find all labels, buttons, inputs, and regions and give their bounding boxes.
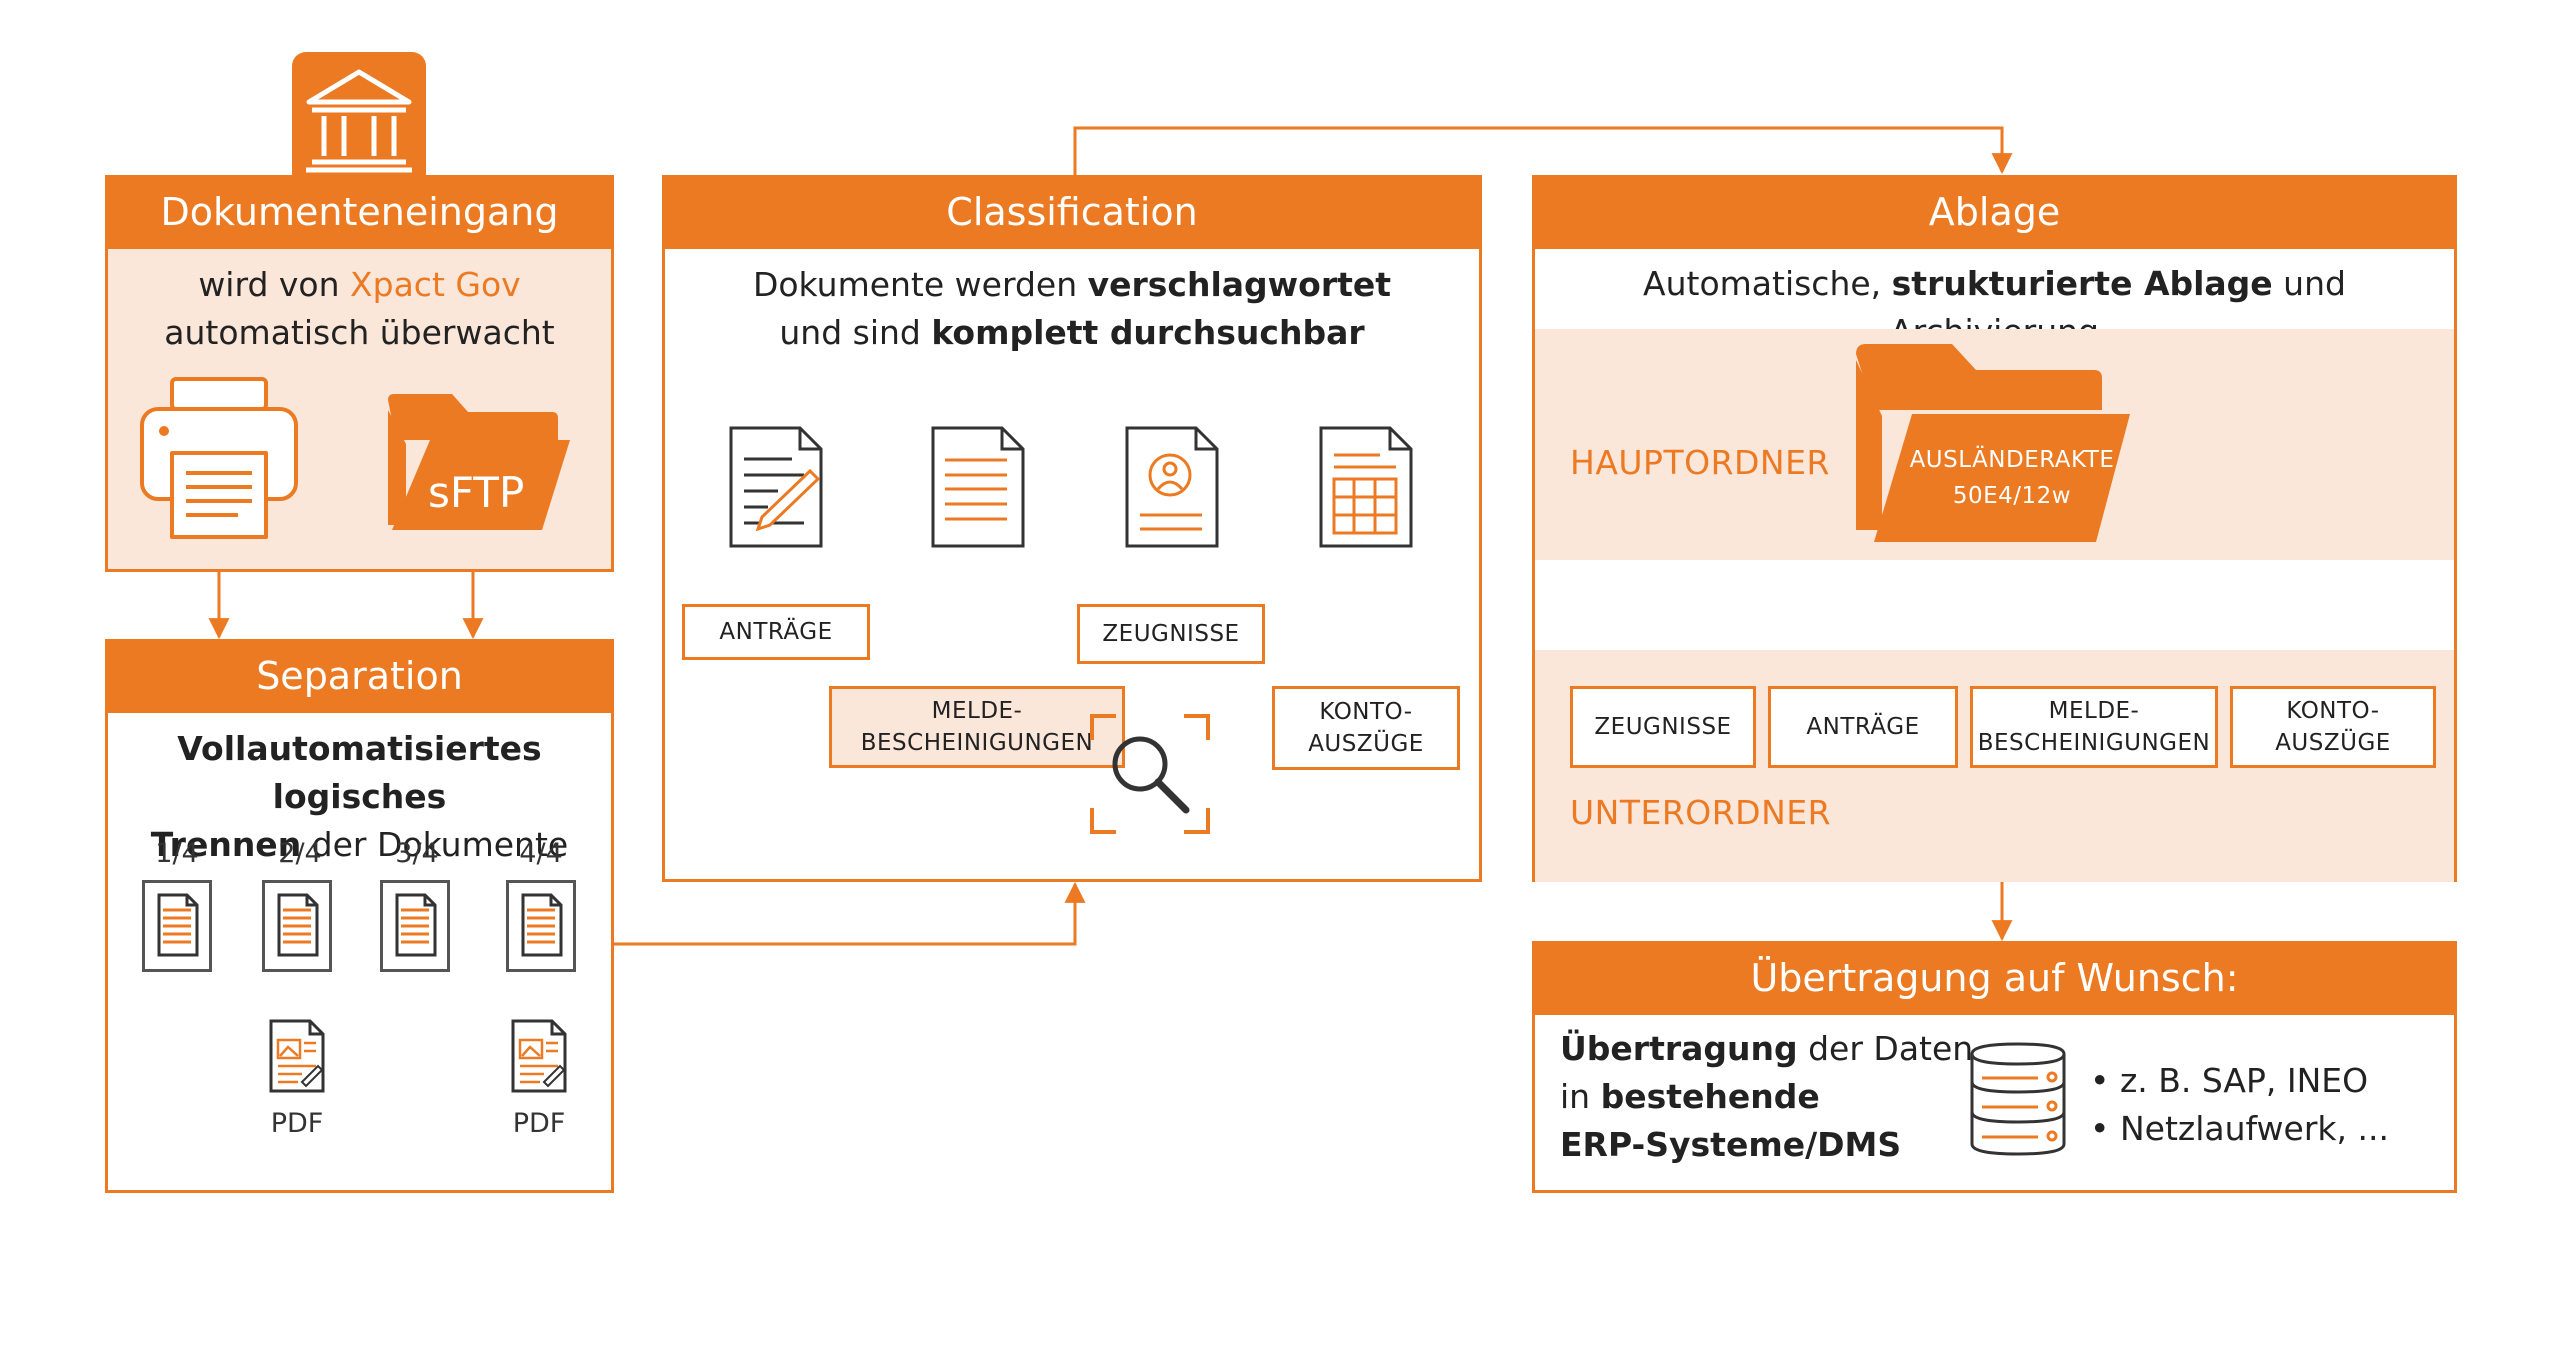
classification-description: Dokumente werden verschlagwortet und sin… [665,261,1479,357]
uebertragung-l2-bold: bestehende [1600,1077,1820,1116]
label-melde-line1: MELDE- [931,698,1023,724]
eingang-description: wird von Xpact Gov automatisch überwacht [108,261,611,357]
subfolder-konto-line1: KONTO- [2286,698,2380,724]
label-zeugnisse-text: ZEUGNISSE [1102,621,1240,647]
uebertragung-l1-bold: Übertragung [1560,1029,1798,1068]
label-antraege: ANTRÄGE [682,604,870,660]
pdf-icon [510,1018,568,1094]
classification-line1-pre: Dokumente werden [752,265,1088,304]
page-document-icon [142,880,212,972]
subfolder-zeugnisse-text: ZEUGNISSE [1594,714,1732,740]
folder-label-line2: 50E4/12w [1952,483,2072,509]
fraction-label: 2/4 [278,838,322,869]
target-systems-list: • z. B. SAP, INEO • Netzlaufwerk, ... [2090,1057,2389,1153]
fraction-label: 1/4 [155,838,199,869]
magnifier-icon [1088,712,1212,836]
classification-header: Classification [662,175,1482,249]
separation-line2-rest: der Dokumente [301,825,569,864]
bullet-sap-ineo: • z. B. SAP, INEO [2090,1061,2369,1100]
folder-label-line1: AUSLÄNDERAKTE [1909,447,2115,473]
separation-line1: Vollautomatisiertes logisches [177,729,542,816]
arrow-classification-ablage [1073,126,2013,175]
database-icon [1968,1040,2068,1158]
page-document-icon [262,880,332,972]
ablage-title: Ablage [1928,190,2061,234]
ablage-line-pre: Automatische, [1643,264,1892,303]
classification-line2-pre: und sind [779,313,932,352]
pdf-icon [268,1018,326,1094]
fraction-label: 4/4 [519,838,563,869]
subfolder-melde-line1: MELDE- [2048,698,2140,724]
unterordner-label: UNTERORDNER [1570,793,1832,832]
separation-line2-bold: Trennen [150,825,302,864]
subfolder-konto-line2: AUSZÜGE [2275,730,2391,756]
document-icon [930,425,1026,549]
separation-description: Vollautomatisiertes logisches Trennen de… [108,725,611,869]
label-kontoauszuege: KONTO- AUSZÜGE [1272,686,1460,770]
folder-icon: AUSLÄNDERAKTE 50E4/12w [1852,340,2132,546]
certificate-document-icon [1124,425,1220,549]
arrow-separation-classification [614,881,1086,946]
label-konto-line2: AUSZÜGE [1308,731,1424,757]
page-document-icon [506,880,576,972]
dokumenteneingang-header: Dokumenteneingang [105,175,614,249]
eingang-line2: automatisch überwacht [164,313,555,352]
subfolder-meldebescheinigungen: MELDE- BESCHEINIGUNGEN [1970,686,2218,768]
label-meldebescheinigungen: MELDE- BESCHEINIGUNGEN [829,686,1125,768]
label-antraege-text: ANTRÄGE [719,619,833,645]
subfolder-kontoauszuege: KONTO- AUSZÜGE [2230,686,2436,768]
uebertragung-l2-pre: in [1560,1077,1601,1116]
label-konto-line1: KONTO- [1319,699,1413,725]
separation-title: Separation [256,654,463,698]
subfolder-antraege: ANTRÄGE [1768,686,1958,768]
fraction-label: 3/4 [395,838,439,869]
page-document-icon [380,880,450,972]
document-pen-icon [728,425,824,549]
pdf-label: PDF [270,1108,324,1139]
classification-line2-bold: komplett durchsuchbar [931,313,1365,352]
dokumenteneingang-title: Dokumenteneingang [160,190,559,234]
hauptordner-label: HAUPTORDNER [1570,443,1830,482]
subfolder-antraege-text: ANTRÄGE [1806,714,1920,740]
uebertragung-l3-bold: ERP-Systeme/DMS [1560,1125,1902,1164]
ablage-line-bold: strukturierte Ablage [1891,264,2273,303]
bank-icon [292,52,426,180]
ablage-header: Ablage [1532,175,2457,249]
classification-line1-bold: verschlagwortet [1087,265,1392,304]
subfolder-zeugnisse: ZEUGNISSE [1570,686,1756,768]
printer-icon [138,375,300,540]
label-zeugnisse: ZEUGNISSE [1077,604,1265,664]
brand-xpact-gov: Xpact Gov [350,265,521,304]
spreadsheet-document-icon [1318,425,1414,549]
eingang-line1-pre: wird von [198,265,351,304]
uebertragung-header: Übertragung auf Wunsch: [1532,941,2457,1015]
sftp-label: sFTP [428,468,525,517]
separation-header: Separation [105,639,614,713]
subfolder-melde-line2: BESCHEINIGUNGEN [1977,730,2211,756]
uebertragung-title: Übertragung auf Wunsch: [1750,956,2239,1000]
uebertragung-description: Übertragung der Daten in bestehende ERP-… [1560,1025,1973,1169]
pdf-label: PDF [512,1108,566,1139]
uebertragung-l1-rest: der Daten [1797,1029,1974,1068]
label-melde-line2: BESCHEINIGUNGEN [860,730,1094,756]
classification-title: Classification [946,190,1198,234]
sftp-folder-icon: sFTP [382,390,572,535]
bullet-netzlaufwerk: • Netzlaufwerk, ... [2090,1109,2389,1148]
